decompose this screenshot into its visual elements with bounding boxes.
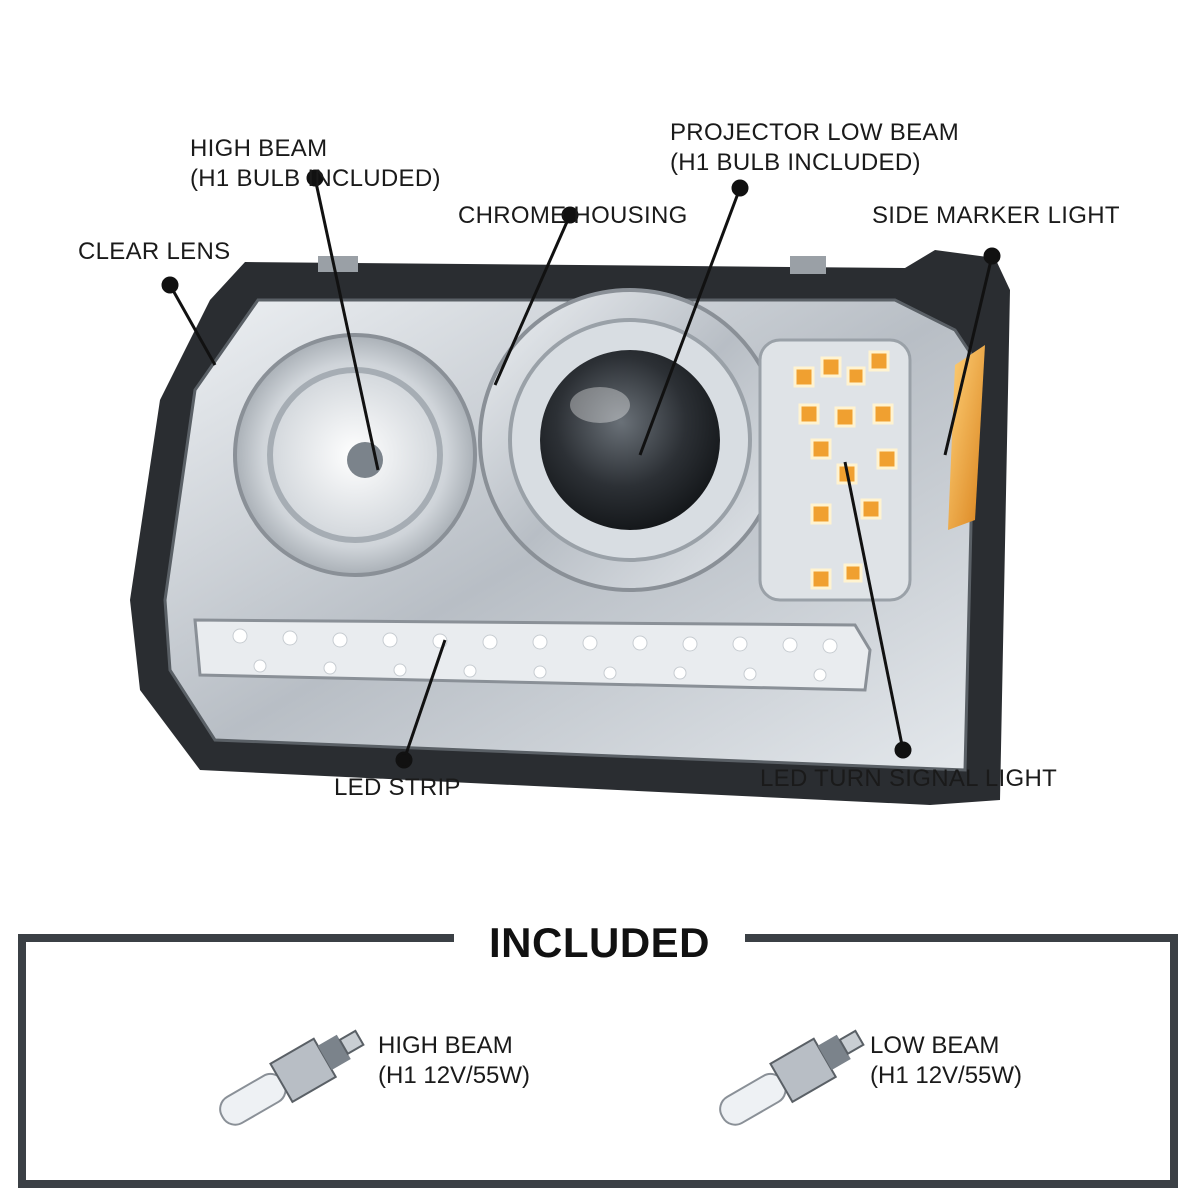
mount-tab [318, 256, 358, 272]
label-clear-lens: CLEAR LENS [78, 238, 231, 265]
turn-signal-cluster [758, 338, 912, 602]
included-frame [18, 938, 1178, 1188]
low-beam-bulb-name: LOW BEAM [870, 1032, 1000, 1059]
projector-lens [540, 350, 720, 530]
high-beam-bulb-icon [219, 1029, 365, 1126]
high-beam-bulb-spec: (H1 12V/55W) [378, 1062, 531, 1089]
label-side-marker-light: SIDE MARKER LIGHT [872, 202, 1120, 229]
included-title: INCLUDED [489, 919, 710, 966]
low-beam-bulb-label: LOW BEAM (H1 12V/55W) [870, 1031, 1022, 1091]
low-beam-bulb-spec: (H1 12V/55W) [870, 1062, 1023, 1089]
high-beam-bulb-name: HIGH BEAM [378, 1032, 513, 1059]
included-frame-top-right [745, 934, 1178, 942]
label-projector-low-beam: PROJECTOR LOW BEAM (H1 BULB INCLUDED) [670, 119, 959, 176]
label-chrome-housing: CHROME HOUSING [458, 202, 688, 229]
included-frame-top-left [18, 934, 454, 942]
label-high-beam: HIGH BEAM (H1 BULB INCLUDED) [190, 135, 441, 192]
low-beam-bulb-icon [719, 1029, 865, 1126]
high-beam-bulb-label: HIGH BEAM (H1 12V/55W) [378, 1031, 530, 1091]
label-led-strip: LED STRIP [334, 774, 461, 801]
side-marker [948, 345, 985, 530]
led-strip-bar [193, 618, 872, 692]
mount-tab [790, 256, 826, 274]
label-led-turn-signal-light: LED TURN SIGNAL LIGHT [760, 765, 1058, 792]
headlight-illustration [130, 169, 1010, 805]
